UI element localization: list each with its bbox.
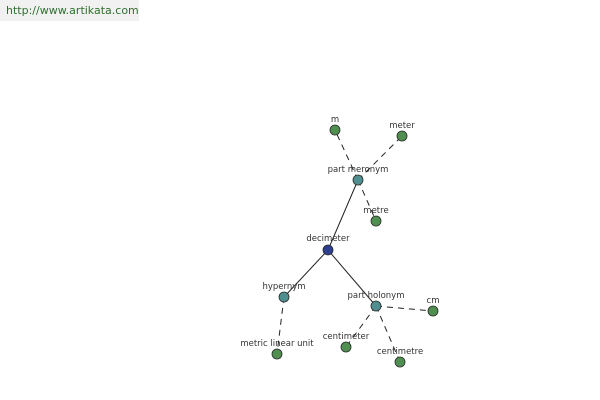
node-marker-meter[interactable]: [396, 130, 408, 142]
node-centimeter[interactable]: centimeter: [323, 332, 370, 353]
node-marker-metric-linear-unit[interactable]: [271, 348, 283, 360]
node-metre[interactable]: metre: [363, 206, 389, 227]
node-label-m: m: [331, 115, 339, 125]
edge-part-meronym-to-metre: [357, 179, 377, 222]
edge-part-holonym-to-centimeter: [345, 305, 377, 348]
node-meter[interactable]: meter: [389, 121, 415, 142]
edge-decimeter-to-part-holonym: [327, 249, 377, 307]
node-marker-metre[interactable]: [370, 215, 382, 227]
node-marker-m[interactable]: [329, 124, 341, 136]
node-part-holonym[interactable]: part holonym: [348, 291, 405, 312]
edge-decimeter-to-hypernym: [283, 249, 329, 298]
edges-layer: [276, 129, 434, 363]
nodes-layer: decimeter part meronym hypernym part holony…: [240, 115, 440, 368]
edge-decimeter-to-part-meronym: [327, 179, 359, 251]
node-part-meronym[interactable]: part meronym: [328, 165, 389, 186]
node-label-part-holonym: part holonym: [348, 291, 405, 301]
node-marker-centimetre[interactable]: [394, 356, 406, 368]
url-text[interactable]: http://www.artikata.com: [6, 4, 139, 17]
node-metric-linear-unit[interactable]: metric linear unit: [240, 339, 314, 360]
node-label-part-meronym: part meronym: [328, 165, 389, 175]
node-decimeter[interactable]: decimeter: [306, 234, 350, 256]
edge-part-holonym-to-cm: [375, 305, 434, 312]
node-label-centimetre: centimetre: [377, 347, 423, 357]
node-m[interactable]: m: [329, 115, 341, 136]
node-marker-hypernym[interactable]: [278, 291, 290, 303]
node-hypernym[interactable]: hypernym: [262, 282, 306, 303]
url-banner[interactable]: http://www.artikata.com: [0, 0, 139, 21]
node-label-metre: metre: [363, 206, 388, 216]
node-cm[interactable]: cm: [427, 296, 440, 317]
node-marker-cm[interactable]: [427, 305, 439, 317]
node-label-metric-linear-unit: metric linear unit: [240, 339, 314, 349]
node-label-cm: cm: [427, 296, 440, 306]
node-centimetre[interactable]: centimetre: [377, 347, 423, 368]
node-label-centimeter: centimeter: [323, 332, 370, 342]
node-marker-centimeter[interactable]: [340, 341, 352, 353]
node-label-decimeter: decimeter: [306, 234, 350, 244]
edge-hypernym-to-metric-linear-unit: [276, 296, 285, 355]
node-label-hypernym: hypernym: [262, 282, 305, 292]
node-label-meter: meter: [389, 121, 415, 131]
node-marker-decimeter[interactable]: [322, 244, 334, 256]
node-marker-part-holonym[interactable]: [370, 300, 382, 312]
node-marker-part-meronym[interactable]: [352, 174, 364, 186]
edge-part-meronym-to-m: [334, 129, 359, 181]
